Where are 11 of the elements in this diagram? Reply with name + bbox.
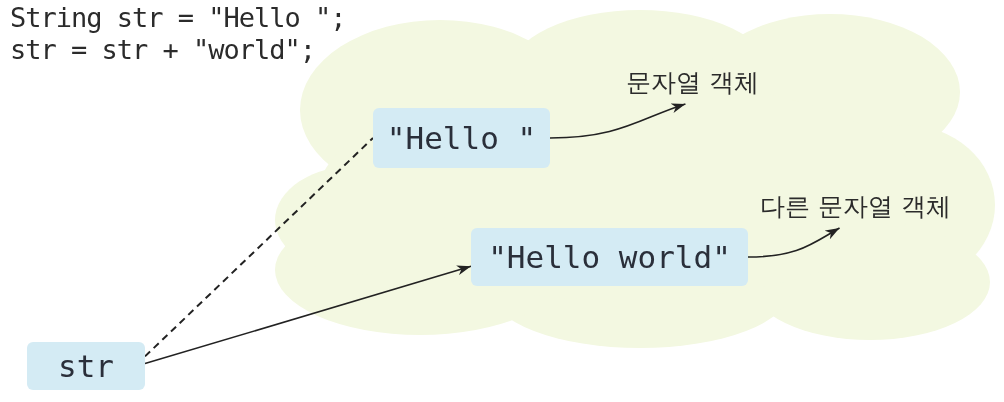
code-line: str = str + "world"; <box>10 34 316 66</box>
arrow <box>144 265 472 365</box>
string-box: "Hello " <box>373 108 550 168</box>
code-line: String str = "Hello "; <box>10 2 346 34</box>
annotation: 문자열 객체 <box>622 64 763 104</box>
arrow <box>747 227 841 258</box>
dashed-line <box>144 137 374 358</box>
arrow <box>549 103 687 139</box>
variable-box: str <box>27 342 145 390</box>
annotation: 다른 문자열 객체 <box>756 188 955 228</box>
string-box: "Hello world" <box>471 228 748 286</box>
